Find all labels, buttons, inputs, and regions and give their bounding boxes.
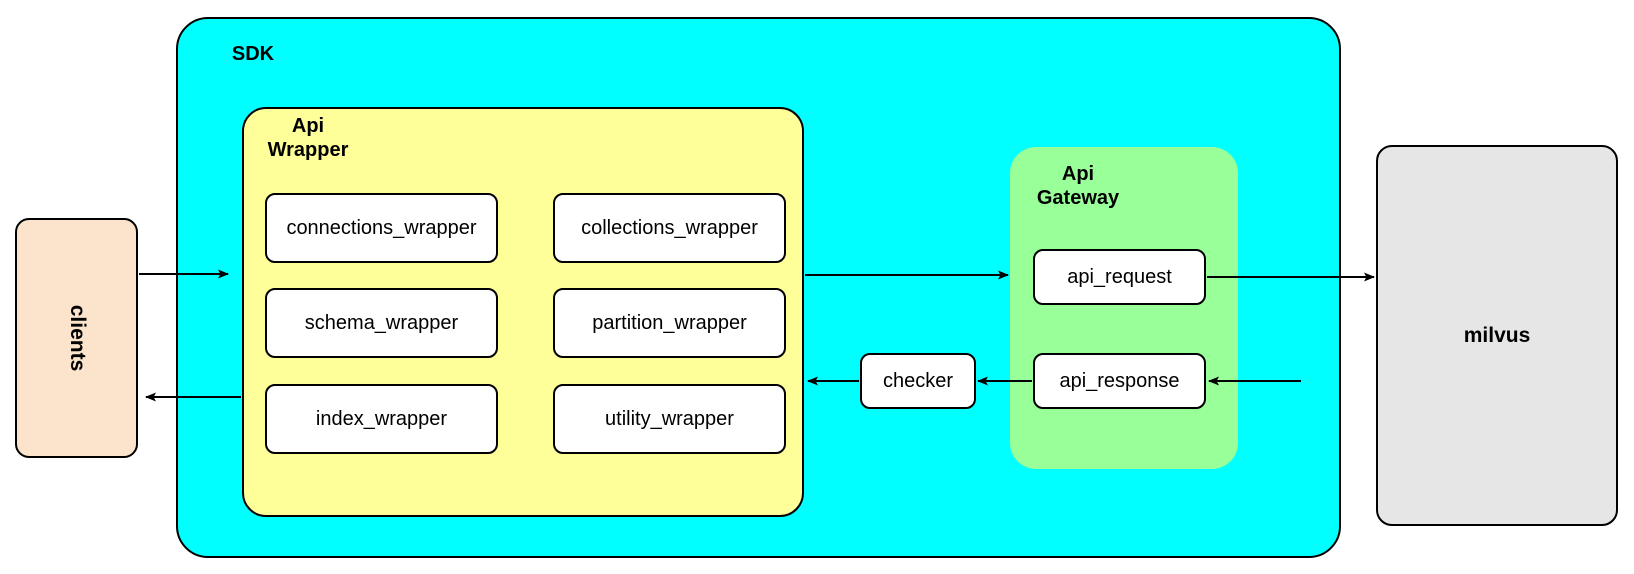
node-checker[interactable]: checker [860, 353, 976, 409]
node-utility-wrapper[interactable]: utility_wrapper [553, 384, 786, 454]
node-milvus[interactable]: milvus [1376, 145, 1618, 526]
container-api-gateway[interactable] [1010, 147, 1238, 469]
node-api-request[interactable]: api_request [1033, 249, 1206, 305]
node-index-wrapper[interactable]: index_wrapper [265, 384, 498, 454]
node-connections-wrapper[interactable]: connections_wrapper [265, 193, 498, 263]
node-clients-label: clients [65, 304, 89, 372]
node-milvus-label: milvus [1463, 323, 1531, 347]
node-clients[interactable]: clients [15, 218, 138, 458]
node-collections-wrapper[interactable]: collections_wrapper [553, 193, 786, 263]
node-partition-wrapper[interactable]: partition_wrapper [553, 288, 786, 358]
node-api-response[interactable]: api_response [1033, 353, 1206, 409]
node-schema-wrapper[interactable]: schema_wrapper [265, 288, 498, 358]
